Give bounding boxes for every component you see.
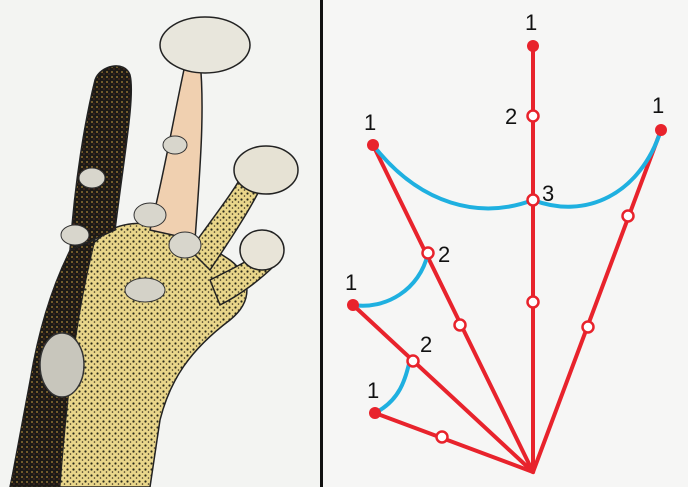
tip-joint [347,299,359,311]
tip-joint [527,40,539,52]
joint [623,211,634,222]
bone-diagram: 1 2 3 1 1 2 1 2 1 [323,0,688,487]
label-top-1: 1 [525,10,537,35]
joint [437,432,448,443]
label-lower-2: 2 [420,332,432,357]
label-left-1: 1 [364,110,376,135]
joint [408,356,419,367]
hand-illustration [0,0,320,487]
tip-joint [655,124,667,136]
joint [583,322,594,333]
tip-joint [367,139,379,151]
label-right-1: 1 [652,93,664,118]
index-fingertip-pad [160,17,250,73]
hollow-joints [408,111,634,443]
label-mid-3: 3 [542,181,554,206]
hand-drawing-panel [0,0,320,487]
arc-middle [353,253,428,306]
label-bottom-1: 1 [367,378,379,403]
knuckle-pad [61,225,89,245]
label-lower-1: 1 [345,270,357,295]
tip-joints [347,40,667,419]
middle-fingertip-pad [234,146,298,194]
joint [528,111,539,122]
bone-diagram-panel: 1 2 3 1 1 2 1 2 1 [323,0,688,487]
palm-pad [125,278,165,302]
bone-line-left-middle [353,305,533,472]
arc-lines [353,130,661,413]
joint [528,195,539,206]
knuckle-pad [79,168,105,188]
joint [423,248,434,259]
knuckle-pad [169,232,201,258]
thumb [70,66,131,250]
tip-joint [369,407,381,419]
palm-pad [40,333,84,397]
knuckle-pad [163,136,187,154]
knuckle-pad [134,203,166,227]
joint [455,320,466,331]
label-left-2: 2 [438,242,450,267]
arc-upper [373,130,661,208]
label-mid-2: 2 [505,104,517,129]
arc-lower [375,360,410,413]
ring-fingertip-pad [240,230,284,270]
joint [528,297,539,308]
